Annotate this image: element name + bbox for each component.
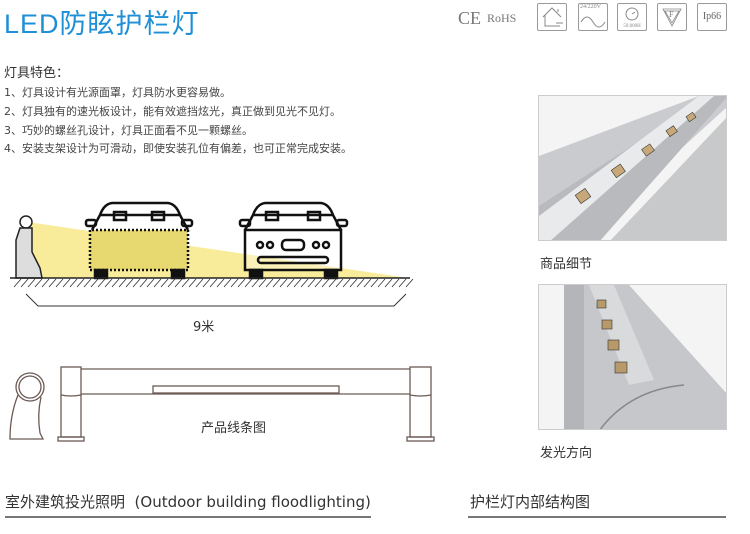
hatch-line [244, 278, 253, 288]
hatch-line [160, 278, 169, 288]
hatch-line [384, 278, 393, 288]
hatch-line [335, 278, 344, 288]
hatch-line [363, 278, 372, 288]
hatch-line [90, 278, 99, 288]
hatch-line [20, 278, 29, 288]
hatch-line [230, 278, 239, 288]
hatch-line [286, 278, 295, 288]
f-mark-label: F [669, 10, 674, 19]
hatch-line [62, 278, 71, 288]
hatch-line [153, 278, 162, 288]
hatch-line [48, 278, 57, 288]
hatch-line [188, 278, 197, 288]
hatch-line [132, 278, 141, 288]
guardrail-lamp-post [15, 215, 43, 279]
hatch-line [237, 278, 246, 288]
hatch-line [356, 278, 365, 288]
rohs-mark: RoHS [487, 11, 517, 25]
hatch-line [118, 278, 127, 288]
hatch-line [405, 278, 414, 288]
hatch-line [167, 278, 176, 288]
section-heading-internal-structure: 护栏灯内部结构图 [470, 493, 591, 511]
product-line-drawing [9, 366, 435, 442]
hatch-line [279, 278, 288, 288]
feature-item: 1、灯具设计有光源面罩，灯具防水更容易做。 [4, 86, 231, 99]
voltage-sine-icon: 24/220V [578, 3, 608, 31]
section-divider [5, 516, 371, 518]
hatch-line [391, 278, 400, 288]
line-drawing-caption: 产品线条图 [201, 421, 267, 436]
hatch-line [13, 278, 22, 288]
section-divider [468, 516, 726, 518]
hatch-line [398, 278, 407, 288]
hatch-line [111, 278, 120, 288]
hatch-line [216, 278, 225, 288]
light-beam [28, 222, 408, 278]
feature-item: 2、灯具独有的速光板设计，能有效遮挡炫光，真正做到见光不见灯。 [4, 105, 341, 118]
hatch-line [139, 278, 148, 288]
hatch-line [104, 278, 113, 288]
hatch-line [125, 278, 134, 288]
hatch-line [349, 278, 358, 288]
ground-hatching [13, 278, 414, 288]
distance-bracket [25, 293, 407, 307]
product-detail-photo [538, 95, 727, 241]
hatch-line [209, 278, 218, 288]
page-title: LED防眩护栏灯 [4, 9, 200, 39]
hatch-line [342, 278, 351, 288]
f-mark-triangle-icon: F [657, 3, 687, 31]
hatch-line [272, 278, 281, 288]
distance-label: 9米 [193, 320, 215, 335]
hatch-line [223, 278, 232, 288]
hatch-line [265, 278, 274, 288]
hatch-line [328, 278, 337, 288]
voltage-label: 24/220V [580, 4, 601, 10]
features-heading: 灯具特色： [4, 66, 70, 81]
hatch-line [300, 278, 309, 288]
lifetime-label: 50,000H [623, 24, 641, 29]
hatch-line [41, 278, 50, 288]
ip-rating-icon: Ip66 [697, 3, 727, 31]
hatch-line [370, 278, 379, 288]
hatch-line [83, 278, 92, 288]
hatch-line [314, 278, 323, 288]
glare-diagram [10, 201, 414, 307]
lifetime-clock-icon: 50,000H [617, 3, 647, 31]
hatch-line [34, 278, 43, 288]
photo-caption-direction: 发光方向 [540, 446, 593, 461]
section-heading-outdoor-lighting: 室外建筑投光照明 (Outdoor building floodlighting… [5, 493, 371, 511]
light-direction-photo [538, 284, 727, 430]
photo-caption-detail: 商品细节 [540, 257, 593, 272]
indoor-outdoor-house-icon [537, 3, 567, 31]
feature-item: 4、安装支架设计为可滑动，即使安装孔位有偏差，也可正常完成安装。 [4, 142, 352, 155]
hatch-line [97, 278, 106, 288]
feature-item: 3、巧妙的螺丝孔设计，灯具正面看不见一颗螺丝。 [4, 124, 253, 137]
hatch-line [27, 278, 36, 288]
hatch-line [307, 278, 316, 288]
car-front-left [84, 201, 194, 280]
hatch-line [181, 278, 190, 288]
hatch-line [174, 278, 183, 288]
hatch-line [76, 278, 85, 288]
hatch-line [377, 278, 386, 288]
hatch-line [146, 278, 155, 288]
hatch-line [251, 278, 260, 288]
hatch-line [293, 278, 302, 288]
hatch-line [258, 278, 267, 288]
hatch-line [69, 278, 78, 288]
car-front-right [238, 201, 349, 280]
ce-mark: CE [458, 8, 482, 28]
hatch-line [321, 278, 330, 288]
hatch-line [195, 278, 204, 288]
hatch-line [55, 278, 64, 288]
hatch-line [202, 278, 211, 288]
